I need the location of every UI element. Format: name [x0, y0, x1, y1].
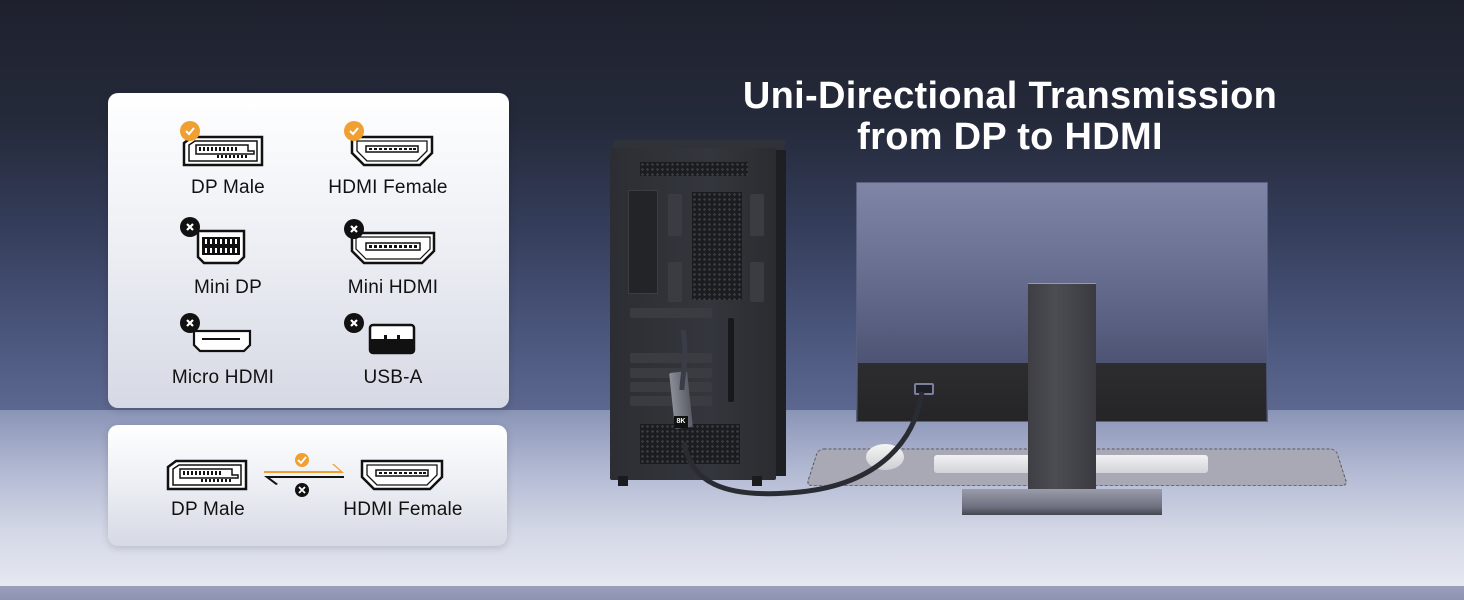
- compat-label: Mini DP: [194, 277, 262, 298]
- monitor-stand-base: [962, 489, 1162, 515]
- compat-item-hdmi-female: HDMI Female: [328, 121, 448, 201]
- mini-displayport-icon: [196, 229, 246, 265]
- displayport-male-icon: [182, 135, 264, 167]
- supported-check-icon: [344, 121, 364, 141]
- unsupported-x-icon: [180, 217, 200, 237]
- fan-vent: [692, 192, 742, 300]
- direction-arrows-icon: [264, 453, 344, 497]
- compat-item-usb-a: USB-A: [338, 313, 448, 393]
- direction-source: DP Male: [158, 455, 258, 535]
- direction-panel: DP Male HDMI Female: [108, 425, 507, 546]
- headline-line-2: from DP to HDMI: [857, 116, 1163, 158]
- adapter-8k-badge: 8K: [674, 416, 688, 428]
- compat-item-mini-hdmi: Mini HDMI: [338, 217, 448, 301]
- pc-tower: 8K: [610, 148, 776, 480]
- direction-target-label: HDMI Female: [343, 499, 463, 520]
- unsupported-x-icon: [344, 219, 364, 239]
- top-vent: [640, 162, 748, 176]
- direction-source-label: DP Male: [171, 499, 245, 520]
- hdmi-female-icon: [350, 135, 434, 167]
- monitor-stand-neck: [1028, 283, 1096, 493]
- micro-hdmi-icon: [192, 329, 252, 353]
- direction-target: HDMI Female: [338, 455, 468, 535]
- usb-a-icon: [368, 323, 416, 355]
- compat-item-mini-dp: Mini DP: [178, 217, 278, 301]
- hdmi-female-icon: [360, 459, 444, 491]
- mouse: [866, 444, 904, 470]
- tower-foot: [752, 476, 762, 486]
- compat-item-dp-male: DP Male: [178, 121, 278, 201]
- headline-line-1: Uni-Directional Transmission: [742, 75, 1278, 117]
- supported-check-icon: [180, 121, 200, 141]
- monitor-hdmi-port: [914, 383, 934, 395]
- compat-label: Mini HDMI: [347, 277, 439, 298]
- compat-label: HDMI Female: [328, 177, 448, 198]
- unsupported-x-icon: [344, 313, 364, 333]
- mini-hdmi-icon: [350, 231, 436, 265]
- psu-vent: [640, 424, 740, 464]
- desk-edge: [0, 586, 1464, 600]
- unsupported-x-icon: [180, 313, 200, 333]
- io-panel: [628, 190, 658, 294]
- tower-foot: [618, 476, 628, 486]
- displayport-male-icon: [166, 459, 248, 491]
- compat-label: USB-A: [363, 367, 423, 388]
- compat-label: Micro HDMI: [171, 367, 275, 388]
- compatibility-panel: DP Male HDMI Female Mini DP: [108, 93, 509, 408]
- pc-tower-side: [776, 150, 786, 476]
- headline: Uni-Directional Transmission from DP to …: [740, 76, 1280, 158]
- compat-item-micro-hdmi: Micro HDMI: [168, 313, 278, 393]
- compat-label: DP Male: [191, 177, 265, 198]
